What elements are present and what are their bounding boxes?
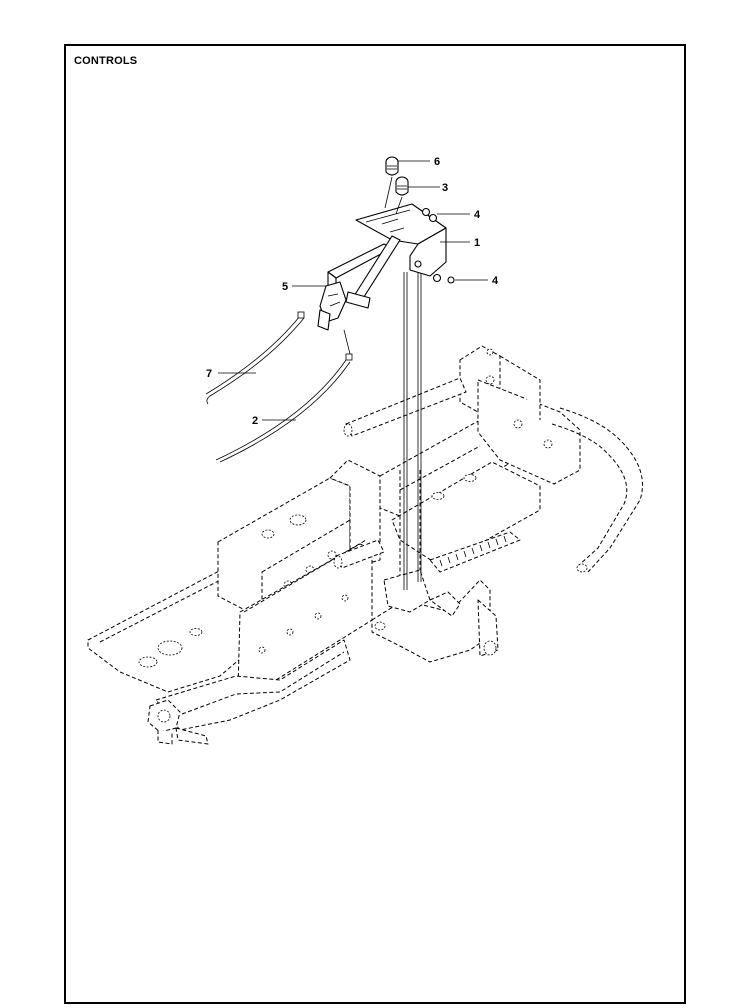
chassis-frame xyxy=(87,345,643,745)
linkage-rods xyxy=(403,272,422,590)
page-border xyxy=(64,44,686,1004)
cable-7 xyxy=(205,311,305,405)
callout-label-5: 5 xyxy=(282,281,288,293)
control-bracket xyxy=(327,203,447,309)
callout-label-4-upper: 4 xyxy=(474,209,481,221)
callout-label-1: 1 xyxy=(474,237,480,249)
callout-label-3: 3 xyxy=(442,182,448,194)
callout-label-2: 2 xyxy=(252,415,258,427)
knob-3 xyxy=(395,176,409,215)
nut-4-upper xyxy=(421,207,438,223)
nut-4-lower xyxy=(432,273,455,284)
page-title: CONTROLS xyxy=(74,55,138,67)
callout-label-7: 7 xyxy=(206,368,212,380)
cable-2 xyxy=(215,329,353,463)
callout-leaders xyxy=(218,160,488,421)
knob-6 xyxy=(384,156,399,209)
lever-mechanism xyxy=(317,281,347,331)
callout-label-4-lower: 4 xyxy=(492,275,499,287)
callout-label-6: 6 xyxy=(434,156,440,168)
